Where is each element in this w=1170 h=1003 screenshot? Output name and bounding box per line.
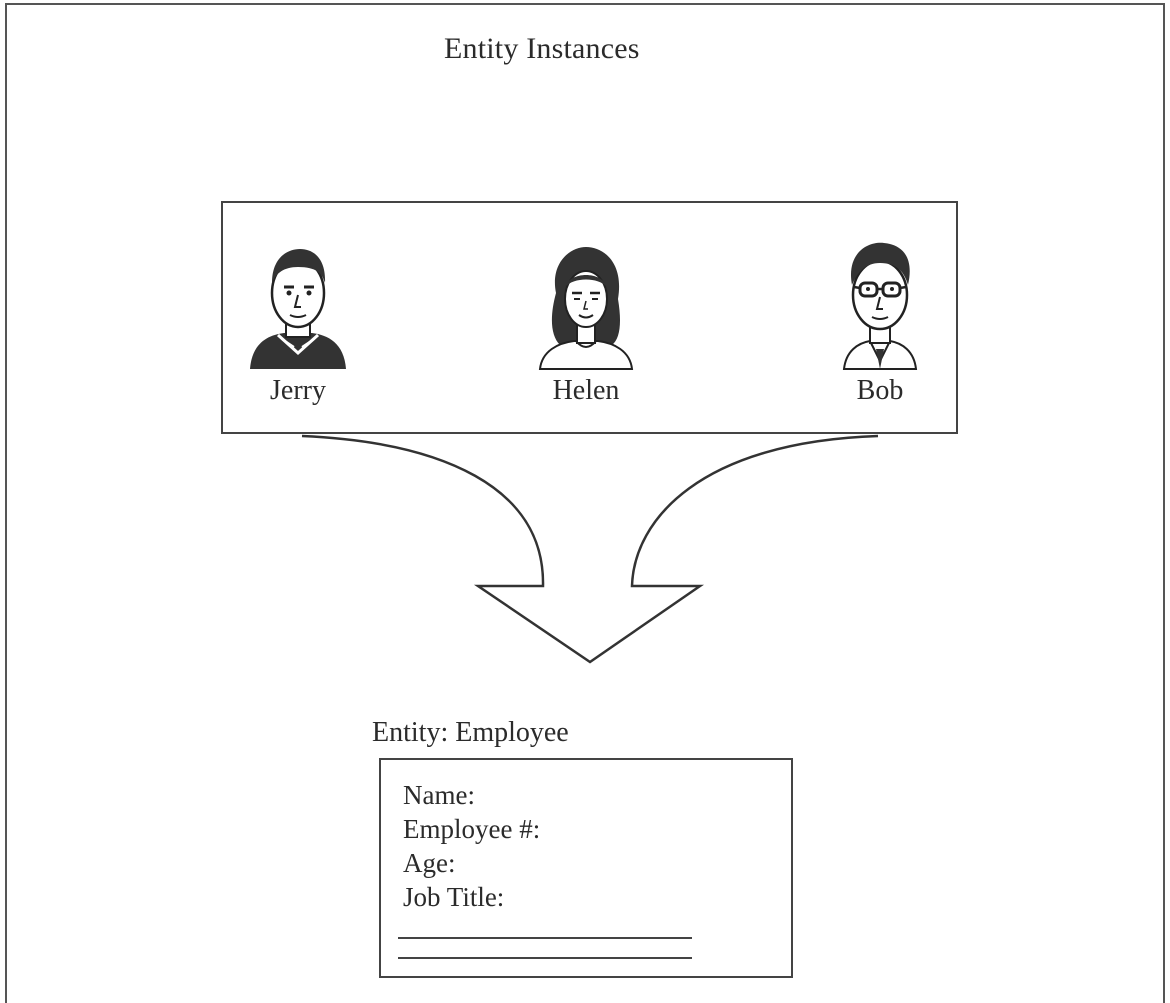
woman-portrait-icon — [511, 243, 661, 373]
entity-box: Name: Employee #: Age: Job Title: — [379, 758, 793, 978]
diagram-title: Entity Instances — [444, 32, 640, 65]
instance-helen: Helen — [511, 243, 661, 407]
instance-name: Helen — [552, 375, 620, 406]
field-employee-number: Employee #: — [403, 814, 541, 844]
blank-line — [398, 957, 692, 959]
field-job-title: Job Title: — [403, 882, 505, 912]
field-age: Age: — [403, 848, 456, 878]
field-name: Name: — [403, 780, 475, 810]
diagram-frame — [5, 3, 1165, 1003]
instance-name: Bob — [856, 375, 904, 406]
blank-line — [398, 937, 692, 939]
instance-bob: Bob — [805, 237, 955, 407]
man-portrait-icon — [223, 243, 373, 373]
entity-label: Entity: Employee — [372, 717, 569, 748]
instance-jerry: Jerry — [223, 243, 373, 407]
instance-name: Jerry — [270, 375, 326, 406]
man-with-glasses-portrait-icon — [805, 237, 955, 373]
instances-box: Jerry Helen — [221, 201, 958, 434]
